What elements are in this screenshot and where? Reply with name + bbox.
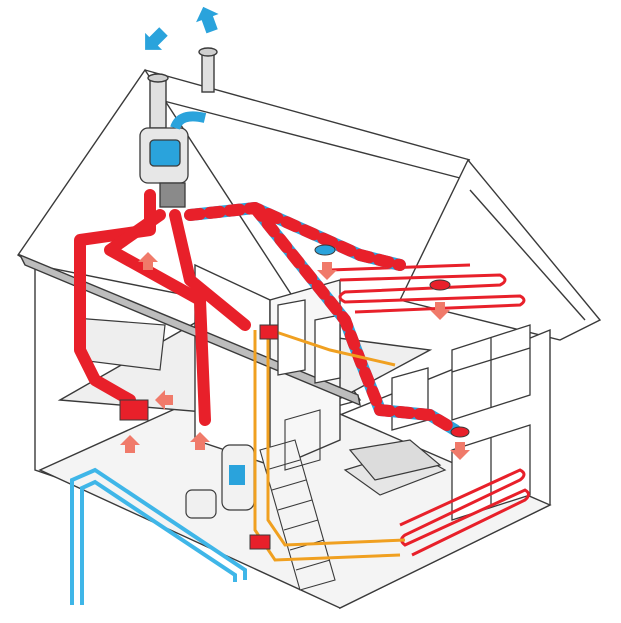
toilet [185,489,217,519]
stair-step [277,499,313,511]
upper-window-transom [451,347,531,373]
stair-run [259,439,336,591]
right-gable-inner [469,189,586,321]
stair-step [265,459,301,471]
flow-arrow-icon [138,252,158,270]
flow-arrow-icon [450,442,470,460]
stair-step [295,559,331,571]
roof-vent-pipe [201,51,215,93]
mvhr-unit [139,111,207,208]
sofa [348,439,442,481]
heat-pump-outlet [119,399,149,421]
flow-arrow-icon [317,262,337,280]
staircase [259,409,336,591]
manifold-box [259,324,279,340]
mvhr-base-duct [159,182,186,208]
stair-railing [284,409,321,471]
arrow-up-icon [196,6,219,34]
ground-pipe-inner [80,479,237,605]
arrow-down-icon [145,27,168,50]
mvhr-exhaust-bend [170,111,207,130]
water-heater-label [229,465,245,485]
flow-arrows [120,6,470,460]
roof-ridge-inner [159,99,461,179]
hot-water-pipe-3 [269,328,396,367]
vent-terminals [119,244,470,550]
ceiling-vent [429,279,451,291]
extract-duct-stripes [184,202,461,436]
intake-pipe [149,77,167,129]
ground-pipe-outer [70,467,247,605]
small-window [391,367,429,431]
supply-ducts [74,189,251,426]
hot-water-pipe-2 [266,330,406,547]
supply-duct-3 [169,209,251,331]
supply-duct-2 [104,209,211,426]
flow-arrow-icon [430,302,450,320]
roof-vent-cap [198,47,218,57]
ground-source-pipe [70,467,247,605]
flow-arrow-icon [190,432,210,450]
ceiling-vent [314,244,336,256]
floor-vent [450,426,470,438]
intake-cap [147,73,169,83]
extract-duct [184,202,461,436]
roof-ridge [144,69,471,161]
stair-step [271,479,307,491]
roof-beam [18,253,361,407]
manifold-box-lower [249,534,271,550]
flow-arrow-icon [155,390,173,410]
flow-arrow-icon [120,435,140,453]
stair-step [283,519,319,531]
right-gable [398,158,602,341]
mvhr-panel [149,139,181,167]
